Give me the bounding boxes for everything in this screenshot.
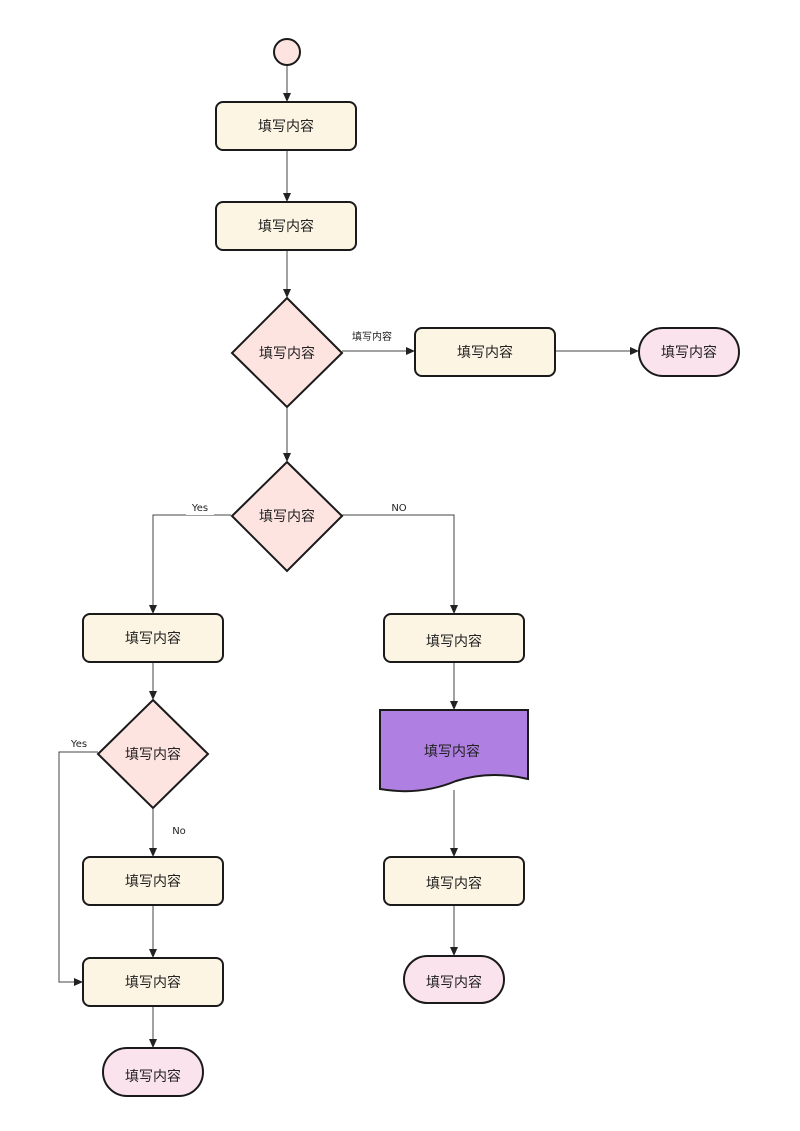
decision-node-label: 填写内容	[259, 345, 315, 362]
process-node-label: 填写内容	[426, 875, 482, 892]
process-node[interactable]: 填写内容	[414, 327, 556, 377]
edge-d3-yes	[58, 751, 98, 986]
edge-label-d2-yes: Yes	[191, 503, 208, 514]
edge-label-bg	[346, 329, 398, 343]
process-node-label: 填写内容	[258, 218, 314, 235]
edge-d2-yes	[149, 514, 231, 614]
terminal-node-label: 填写内容	[125, 1068, 181, 1085]
decision-node[interactable]: 填写内容	[230, 296, 344, 409]
terminal-node[interactable]: 填写内容	[638, 327, 740, 377]
process-node[interactable]: 填写内容	[383, 613, 525, 663]
decision-node-label: 填写内容	[259, 508, 315, 525]
process-node[interactable]: 填写内容	[215, 201, 357, 251]
process-node-label: 填写内容	[125, 974, 181, 991]
process-node[interactable]: 填写内容	[82, 957, 224, 1007]
process-node-label: 填写内容	[258, 118, 314, 135]
start-node[interactable]	[273, 38, 301, 66]
process-node-label: 填写内容	[457, 344, 513, 361]
document-node-label: 填写内容	[424, 743, 480, 760]
process-node-label: 填写内容	[125, 873, 181, 890]
document-node[interactable]: 填写内容	[379, 709, 529, 793]
edge-label-bg	[186, 501, 214, 515]
edge-label-d1-right: 填写内容	[352, 330, 392, 343]
terminal-node[interactable]: 填写内容	[102, 1047, 204, 1097]
terminal-node-label: 填写内容	[426, 974, 482, 991]
edge-d2-no	[342, 514, 458, 614]
decision-node[interactable]: 填写内容	[230, 460, 344, 573]
process-node[interactable]: 填写内容	[82, 613, 224, 663]
terminal-node[interactable]: 填写内容	[403, 955, 505, 1004]
edge-label-d2-no: NO	[391, 503, 406, 514]
process-node[interactable]: 填写内容	[215, 101, 357, 151]
process-node-label: 填写内容	[426, 633, 482, 650]
edge-label-d3-yes: Yes	[70, 739, 87, 750]
terminal-node-label: 填写内容	[661, 344, 717, 361]
decision-node[interactable]: 填写内容	[96, 698, 210, 810]
edge-label-d3-no: No	[172, 826, 186, 837]
process-node[interactable]: 填写内容	[82, 856, 224, 906]
process-node-label: 填写内容	[125, 630, 181, 647]
decision-node-label: 填写内容	[125, 746, 181, 763]
process-node[interactable]: 填写内容	[383, 856, 525, 906]
